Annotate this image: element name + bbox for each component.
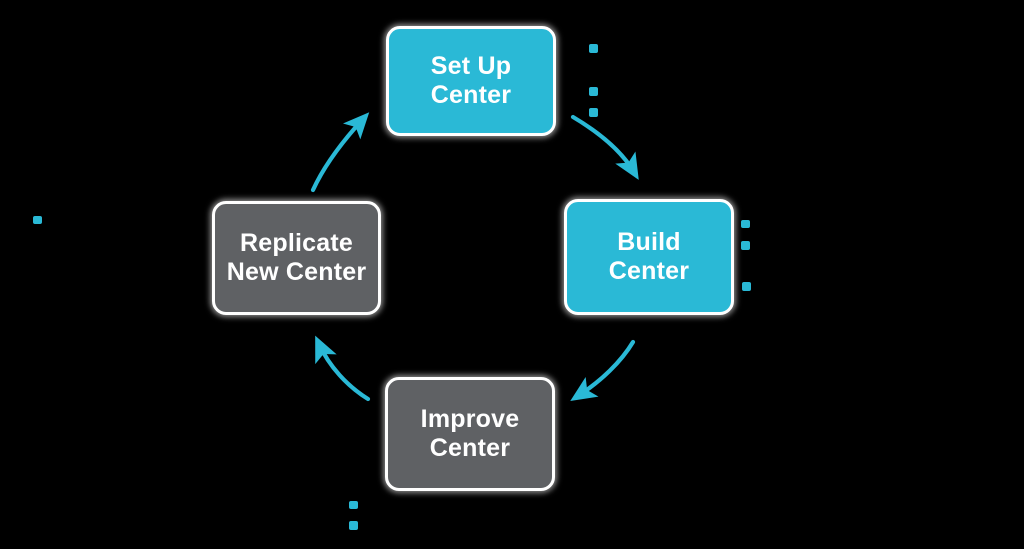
arrow-replicate-to-setup — [310, 112, 370, 193]
node-improve-center-label: Improve Center — [420, 404, 520, 463]
decorative-dot — [589, 87, 598, 96]
decorative-dot — [742, 282, 751, 291]
decorative-dot — [349, 501, 358, 509]
node-build-center-label: Build Center — [608, 227, 690, 286]
decorative-dot — [349, 521, 358, 530]
node-set-up-center[interactable]: Set Up Center — [386, 26, 556, 136]
decorative-dot — [589, 44, 598, 53]
arrow-build-to-improve — [570, 339, 636, 402]
decorative-dot — [741, 241, 750, 250]
node-set-up-center-label: Set Up Center — [430, 51, 512, 110]
node-replicate-new-center-label: Replicate New Center — [226, 228, 367, 287]
node-replicate-new-center[interactable]: Replicate New Center — [212, 201, 381, 315]
node-build-center[interactable]: Build Center — [564, 199, 734, 315]
arrow-setup-to-build — [570, 114, 639, 180]
node-improve-center[interactable]: Improve Center — [385, 377, 555, 491]
arrow-improve-to-replicate — [315, 335, 371, 402]
decorative-dot — [741, 220, 750, 228]
decorative-dot — [589, 108, 598, 117]
decorative-dot — [33, 216, 42, 224]
